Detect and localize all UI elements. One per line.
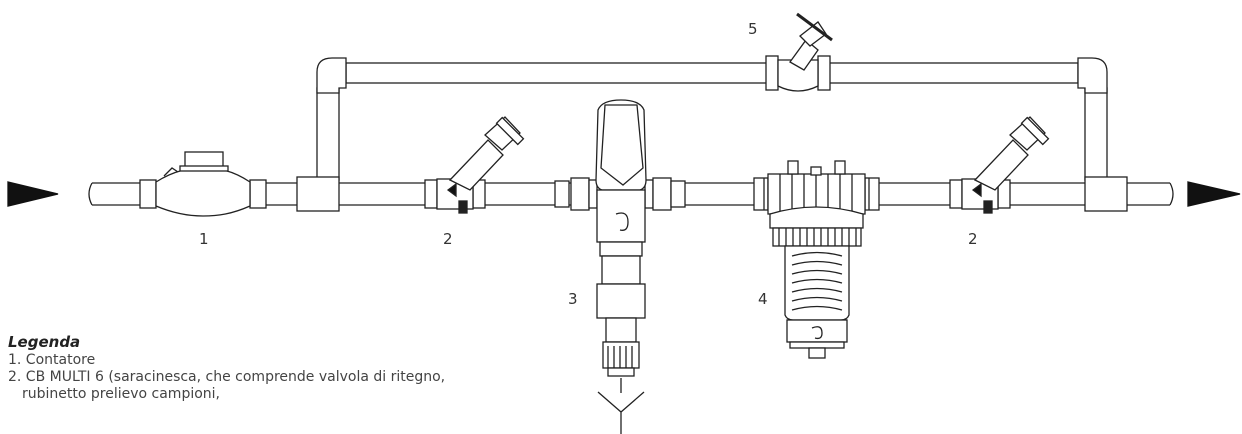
label-valve-right: 2 [968,230,978,248]
legend-title: Legenda [8,333,81,351]
legend: Legenda 1. Contatore 2. CB MULTI 6 (sara… [8,334,478,403]
label-pressure-reducer: 3 [568,290,578,308]
bypass-pipe [296,57,1128,212]
check-valve-left [424,116,525,214]
pressure-reducer [554,99,686,377]
bypass-valve [765,12,833,92]
label-bypass-valve: 5 [748,20,758,38]
water-filter [753,160,880,359]
label-valve-left: 2 [443,230,453,248]
label-filter: 4 [758,290,768,308]
inlet-flow-arrow [7,181,59,207]
legend-item-2: 2. CB MULTI 6 (saracinesca, che comprend… [8,369,446,402]
check-valve-right [949,116,1050,214]
water-meter [139,151,267,217]
label-meter: 1 [199,230,209,248]
outlet-flow-arrow [1187,181,1241,207]
legend-item-1: 1. Contatore [8,352,96,368]
drain-funnel [597,378,645,434]
